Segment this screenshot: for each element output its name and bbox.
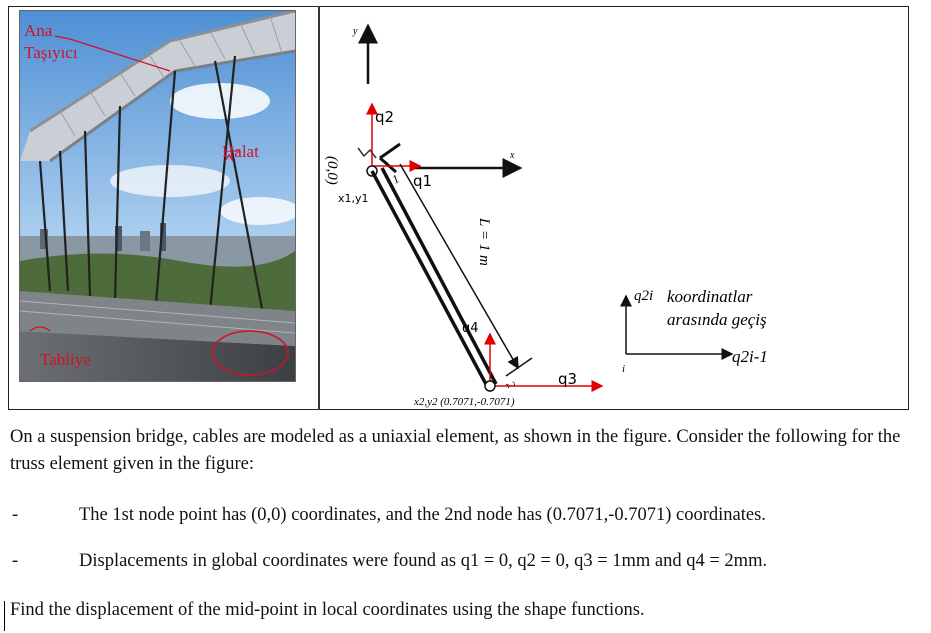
figure-divider (318, 6, 320, 410)
y-axis-label: y (352, 26, 358, 37)
truss-element-line-a (370, 170, 490, 389)
bridge-photo-illustration (20, 11, 295, 381)
i-label: i (622, 363, 625, 375)
text-cursor (4, 601, 5, 631)
label-halat: Halat (222, 142, 259, 161)
node-1-label: x1,y1 (338, 192, 369, 205)
figure-frame (8, 6, 909, 410)
label-tasiyici: Taşıyıcı (24, 43, 78, 62)
question-paragraph: Find the displacement of the mid-point i… (10, 600, 645, 620)
q2i-1-label: q2i-1 (732, 347, 768, 366)
truss-element-line-b (380, 167, 498, 385)
transition-line-1: koordinatlar (667, 287, 753, 306)
bridge-photo (19, 10, 296, 382)
bullet-text-1: The 1st node point has (0,0) coordinates… (79, 505, 766, 525)
origin-coordinate: (0,0) (324, 156, 340, 185)
transition-line-2: arasında geçiş (667, 310, 767, 329)
q4-label: q4 (462, 321, 479, 336)
length-label: L = 1 m (476, 217, 492, 266)
q2-label: q2 (375, 108, 394, 126)
q2i-label: q2i (634, 288, 653, 304)
label-tabliye: Tabliye (40, 350, 91, 369)
bullet-dash-1: - (12, 505, 19, 525)
local-axis-tick (505, 357, 533, 377)
local-axis-arrow (399, 163, 519, 370)
x-axis-label: x (509, 150, 515, 161)
pin-support-icon (357, 142, 401, 174)
bullet-dash-2: - (12, 551, 19, 571)
node-2 (484, 380, 496, 392)
intro-paragraph: On a suspension bridge, cables are model… (10, 427, 901, 474)
q1-label: q1 (413, 172, 432, 190)
label-ana: Ana (24, 21, 53, 40)
local-node-2: 2 (503, 379, 518, 391)
node-2-label: x2,y2 (0.7071,-0.7071) (413, 396, 515, 408)
q3-label: q3 (558, 370, 577, 388)
bullet-text-2: Displacements in global coordinates were… (79, 551, 768, 571)
truss-element-diagram: y x q2 q1 1 2 L = 1 m (0,0) x1,y1 q4 q3 … (324, 23, 768, 408)
